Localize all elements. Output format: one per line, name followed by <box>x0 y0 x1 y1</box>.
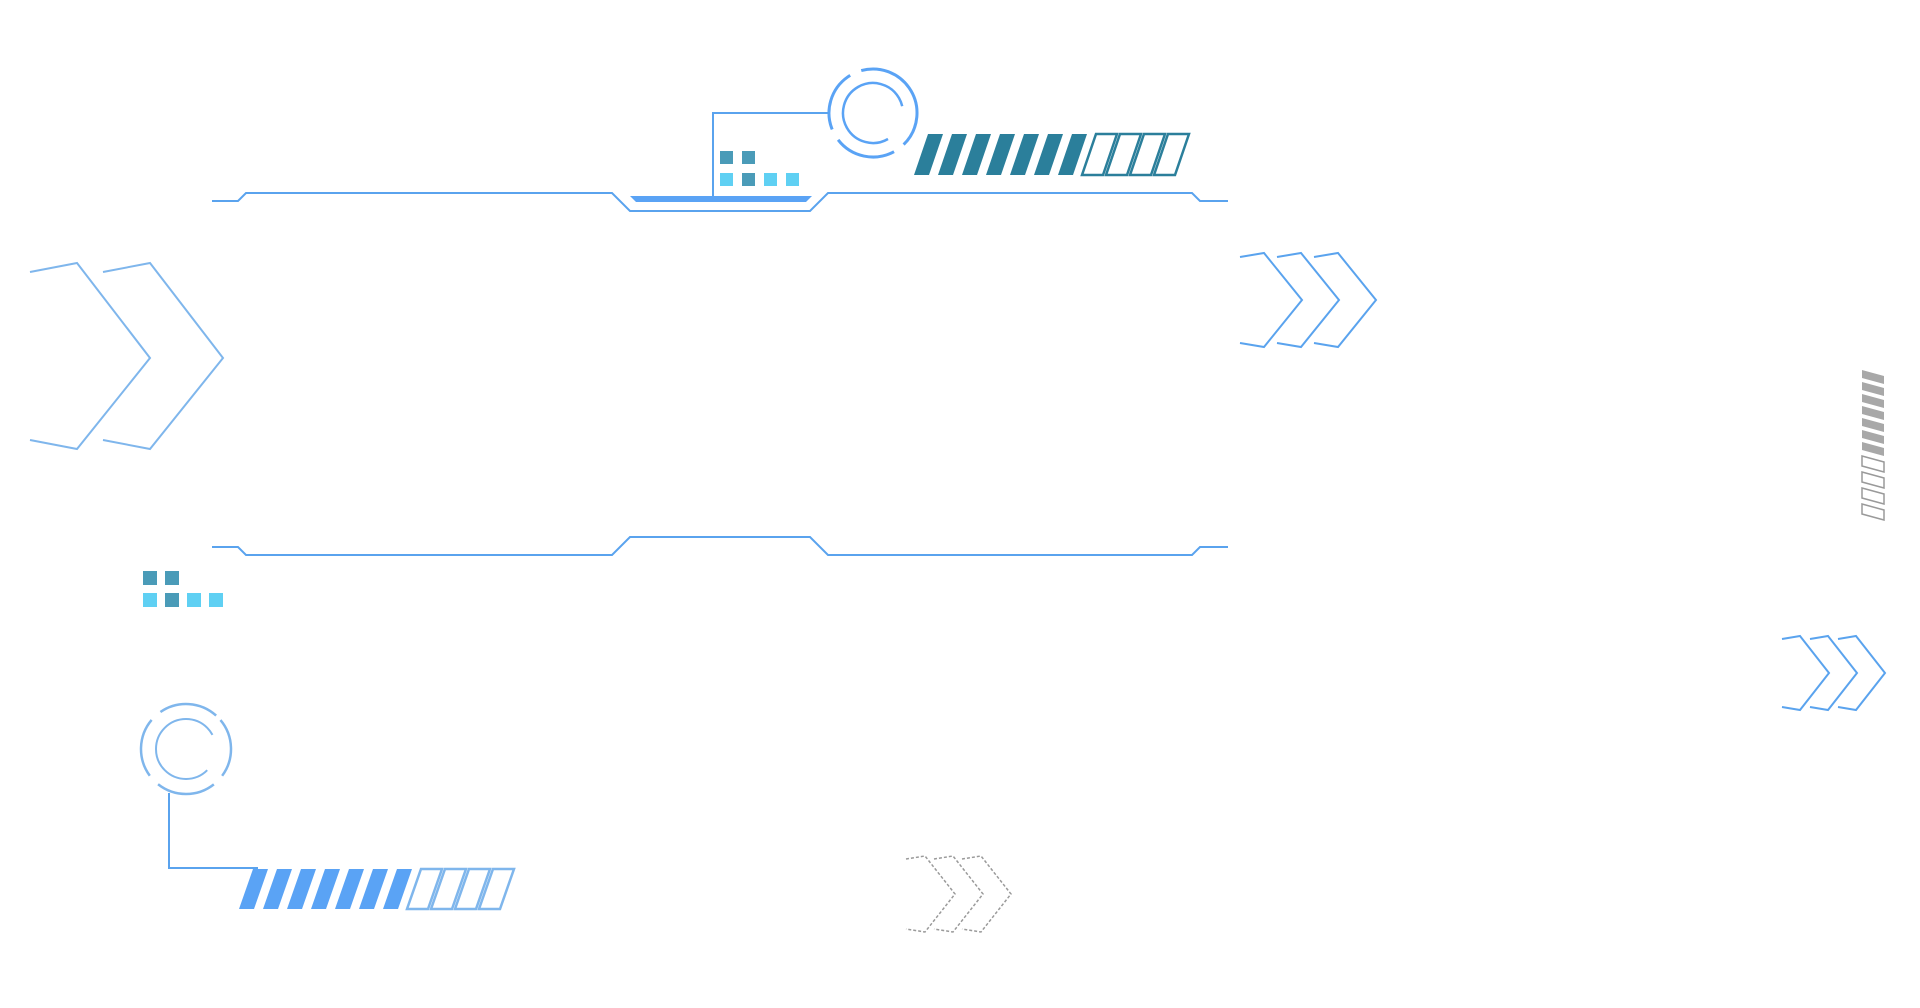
frame-bottom-edge <box>212 536 1228 556</box>
square-grid-icon-left <box>143 571 223 607</box>
triple-chevron-right-icon-gray <box>905 855 1012 933</box>
striped-progress-bar-vertical <box>1861 370 1885 521</box>
tech-frame <box>212 192 1228 556</box>
frame-top-accent-bar <box>630 196 812 202</box>
square-grid-icon <box>720 151 799 186</box>
striped-progress-bar-top <box>914 132 1191 177</box>
ring-connector-line-lower <box>168 793 258 869</box>
target-ring-icon <box>827 67 919 159</box>
double-chevron-right-icon <box>29 261 225 451</box>
striped-progress-bar-bottom <box>239 867 516 911</box>
triple-chevron-right-icon <box>1239 251 1378 349</box>
target-ring-icon-lower <box>139 702 233 796</box>
triple-chevron-right-icon-lower <box>1781 634 1887 712</box>
ring-connector-line <box>712 112 829 196</box>
frame-top-edge <box>212 192 1228 212</box>
